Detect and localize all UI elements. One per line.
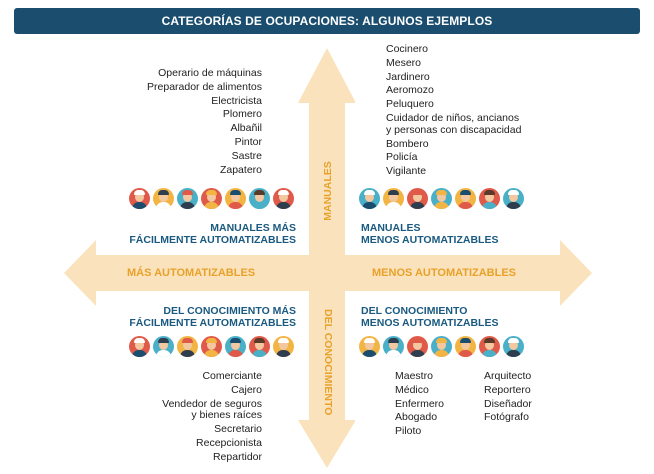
axis-label-top: MANUALES xyxy=(322,161,334,221)
top-right-occupation-list: Cocinero Mesero Jardinero Aeromozo Peluq… xyxy=(386,43,521,179)
person-avatar-icon xyxy=(225,188,246,209)
person-avatar-icon xyxy=(273,336,294,357)
list-item: Diseñador xyxy=(484,397,532,410)
list-item: Cocinero xyxy=(386,43,429,55)
list-item: Mesero xyxy=(386,56,422,69)
person-avatar-icon xyxy=(407,336,428,357)
bottom-right-occupation-list-1: Maestro Médico Enfermero Abogado Piloto xyxy=(395,370,444,439)
list-item: Secretario xyxy=(214,423,262,436)
axis-label-bottom: DEL CONOCIMIENTO xyxy=(322,309,334,416)
top-right-category-title: MANUALES MENOS AUTOMATIZABLES xyxy=(361,222,499,246)
list-item: Jardinero xyxy=(386,70,430,83)
list-item: Preparador de alimentos xyxy=(147,80,262,93)
list-item: Peluquero xyxy=(386,98,434,111)
panel-bottom-right xyxy=(355,297,555,447)
person-avatar-icon xyxy=(201,336,222,357)
person-avatar-icon xyxy=(177,188,198,209)
person-avatar-icon xyxy=(431,188,452,209)
list-item: Bombero xyxy=(386,137,429,150)
bottom-right-occupation-list-2: Arquitecto Reportero Diseñador Fotógrafo xyxy=(484,370,532,425)
bottom-left-occupation-list: Comerciante Cajero Vendedor de seguros y… xyxy=(162,370,262,465)
person-avatar-icon xyxy=(431,336,452,357)
panel-bottom-left xyxy=(118,297,298,467)
list-item: Enfermero xyxy=(395,397,445,410)
top-left-occupation-list: Operario de máquinas Preparador de alime… xyxy=(147,67,262,177)
list-item: Pintor xyxy=(234,135,262,148)
person-avatar-icon xyxy=(479,336,500,357)
panel-top-right xyxy=(355,40,555,249)
person-avatar-icon xyxy=(153,188,174,209)
cross-arrow-shape xyxy=(64,48,592,468)
person-avatar-icon xyxy=(201,188,222,209)
person-avatar-icon xyxy=(129,336,150,357)
list-item: Sastre xyxy=(231,149,262,162)
list-item: Abogado xyxy=(395,411,438,424)
list-item: Vigilante xyxy=(386,165,427,178)
list-item: Plomero xyxy=(222,108,262,121)
person-avatar-icon xyxy=(249,336,270,357)
top-left-avatars xyxy=(129,188,294,209)
person-avatar-icon xyxy=(455,188,476,209)
person-avatar-icon xyxy=(129,188,150,209)
list-item: Arquitecto xyxy=(484,370,532,382)
list-item: Médico xyxy=(395,383,429,396)
bottom-left-avatars xyxy=(129,336,294,357)
list-item: Reportero xyxy=(484,383,531,396)
bottom-right-avatars xyxy=(359,336,524,357)
bottom-left-category-title: DEL CONOCIMIENTO MÁS FÁCILMENTE AUTOMATI… xyxy=(129,305,296,329)
axis-label-right: MENOS AUTOMATIZABLES xyxy=(372,267,517,279)
list-item: y personas con discapacidad xyxy=(386,123,522,136)
person-avatar-icon xyxy=(407,188,428,209)
person-avatar-icon xyxy=(225,336,246,357)
person-avatar-icon xyxy=(503,188,524,209)
list-item: Aeromozo xyxy=(386,84,434,97)
person-avatar-icon xyxy=(249,188,270,209)
person-avatar-icon xyxy=(383,188,404,209)
list-item: Fotógrafo xyxy=(484,411,529,424)
top-left-category-title: MANUALES MÁS FÁCILMENTE AUTOMATIZABLES xyxy=(129,222,296,246)
list-item: Zapatero xyxy=(219,163,262,176)
person-avatar-icon xyxy=(479,188,500,209)
list-item: Electricista xyxy=(211,94,262,107)
panel-top-left xyxy=(118,64,298,249)
bottom-right-category-title: DEL CONOCIMIENTO MENOS AUTOMATIZABLES xyxy=(361,305,499,329)
person-avatar-icon xyxy=(503,336,524,357)
person-avatar-icon xyxy=(177,336,198,357)
list-item: Policía xyxy=(386,151,418,164)
list-item: Operario de máquinas xyxy=(158,67,262,79)
list-item: Vendedor de seguros xyxy=(162,397,262,410)
list-item: Piloto xyxy=(395,425,422,438)
person-avatar-icon xyxy=(455,336,476,357)
person-avatar-icon xyxy=(359,336,380,357)
list-item: Repartidor xyxy=(212,450,262,463)
title-banner: CATEGORÍAS DE OCUPACIONES: ALGUNOS EJEMP… xyxy=(14,8,640,34)
list-item: Comerciante xyxy=(202,370,262,382)
list-item: Cuidador de niños, ancianos xyxy=(386,111,520,124)
list-item: Recepcionista xyxy=(196,436,262,449)
axis-label-left: MÁS AUTOMATIZABLES xyxy=(127,267,256,279)
page-title: CATEGORÍAS DE OCUPACIONES: ALGUNOS EJEMP… xyxy=(161,14,493,28)
list-item: y bienes raíces xyxy=(191,409,262,422)
list-item: Albañil xyxy=(230,122,262,135)
person-avatar-icon xyxy=(153,336,174,357)
list-item: Cajero xyxy=(231,383,262,396)
person-avatar-icon xyxy=(383,336,404,357)
list-item: Maestro xyxy=(395,370,433,382)
person-avatar-icon xyxy=(273,188,294,209)
person-avatar-icon xyxy=(359,188,380,209)
top-right-avatars xyxy=(359,188,524,209)
